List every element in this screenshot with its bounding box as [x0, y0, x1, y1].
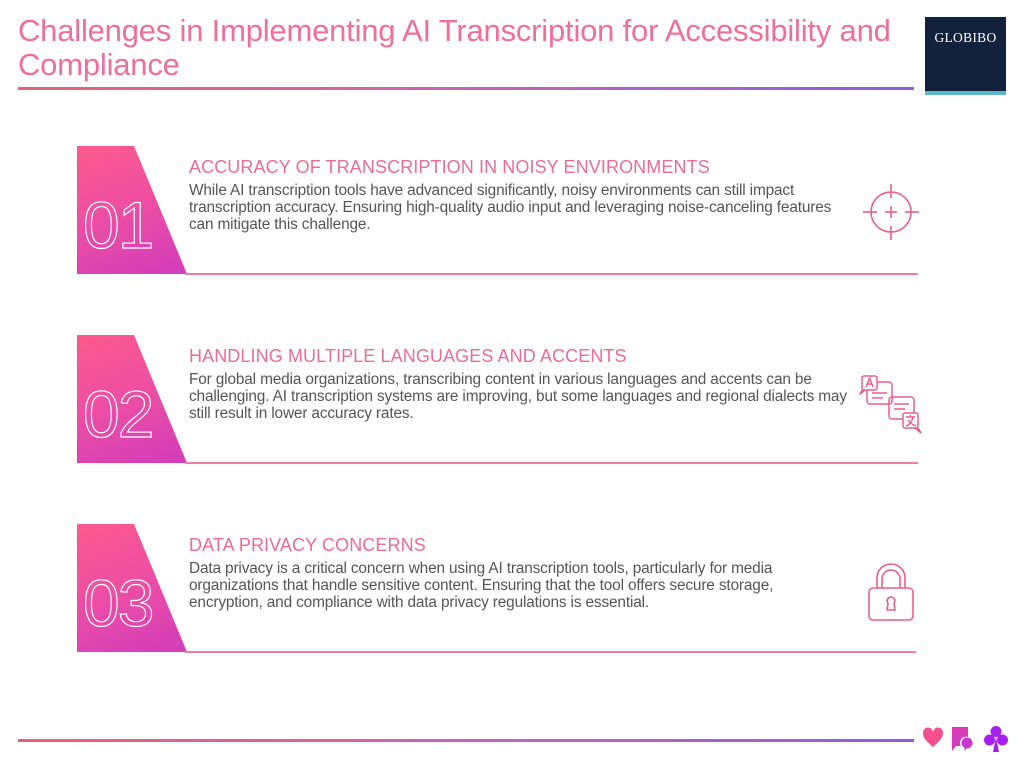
challenge-number: 01 — [82, 188, 155, 262]
challenge-description: For global media organizations, transcri… — [189, 371, 847, 422]
globibo-logo: GLOBIBO — [925, 17, 1006, 95]
challenge-card-3: 03 DATA PRIVACY CONCERNS Data privacy is… — [77, 524, 919, 654]
challenge-description: While AI transcription tools have advanc… — [189, 182, 832, 233]
club-icon — [984, 726, 1008, 752]
padlock-icon — [868, 563, 914, 621]
translate-icon — [859, 375, 922, 434]
card-divider — [185, 273, 918, 275]
challenge-title: ACCURACY OF TRANSCRIPTION IN NOISY ENVIR… — [189, 157, 710, 177]
card-divider — [185, 651, 916, 653]
footer-brand-icons — [922, 726, 1008, 752]
challenge-card-1: 01 ACCURACY OF TRANSCRIPTION IN NOISY EN… — [77, 146, 919, 276]
crosshair-icon — [863, 184, 919, 240]
challenge-title: HANDLING MULTIPLE LANGUAGES AND ACCENTS — [189, 346, 627, 366]
challenge-number: 03 — [82, 566, 155, 640]
page-title: Challenges in Implementing AI Transcript… — [18, 13, 891, 82]
challenge-card-2: 02 HANDLING MULTIPLE LANGUAGES AND ACCEN… — [77, 335, 922, 465]
challenge-description: Data privacy is a critical concern when … — [189, 560, 774, 611]
title-divider — [18, 87, 914, 90]
chat-bubbles-icon — [952, 727, 973, 751]
card-divider — [185, 462, 918, 464]
challenge-title: DATA PRIVACY CONCERNS — [189, 535, 426, 555]
logo-text: GLOBIBO — [934, 30, 997, 45]
heart-icon — [922, 727, 944, 747]
footer-divider — [18, 739, 914, 742]
challenge-number: 02 — [82, 377, 155, 451]
